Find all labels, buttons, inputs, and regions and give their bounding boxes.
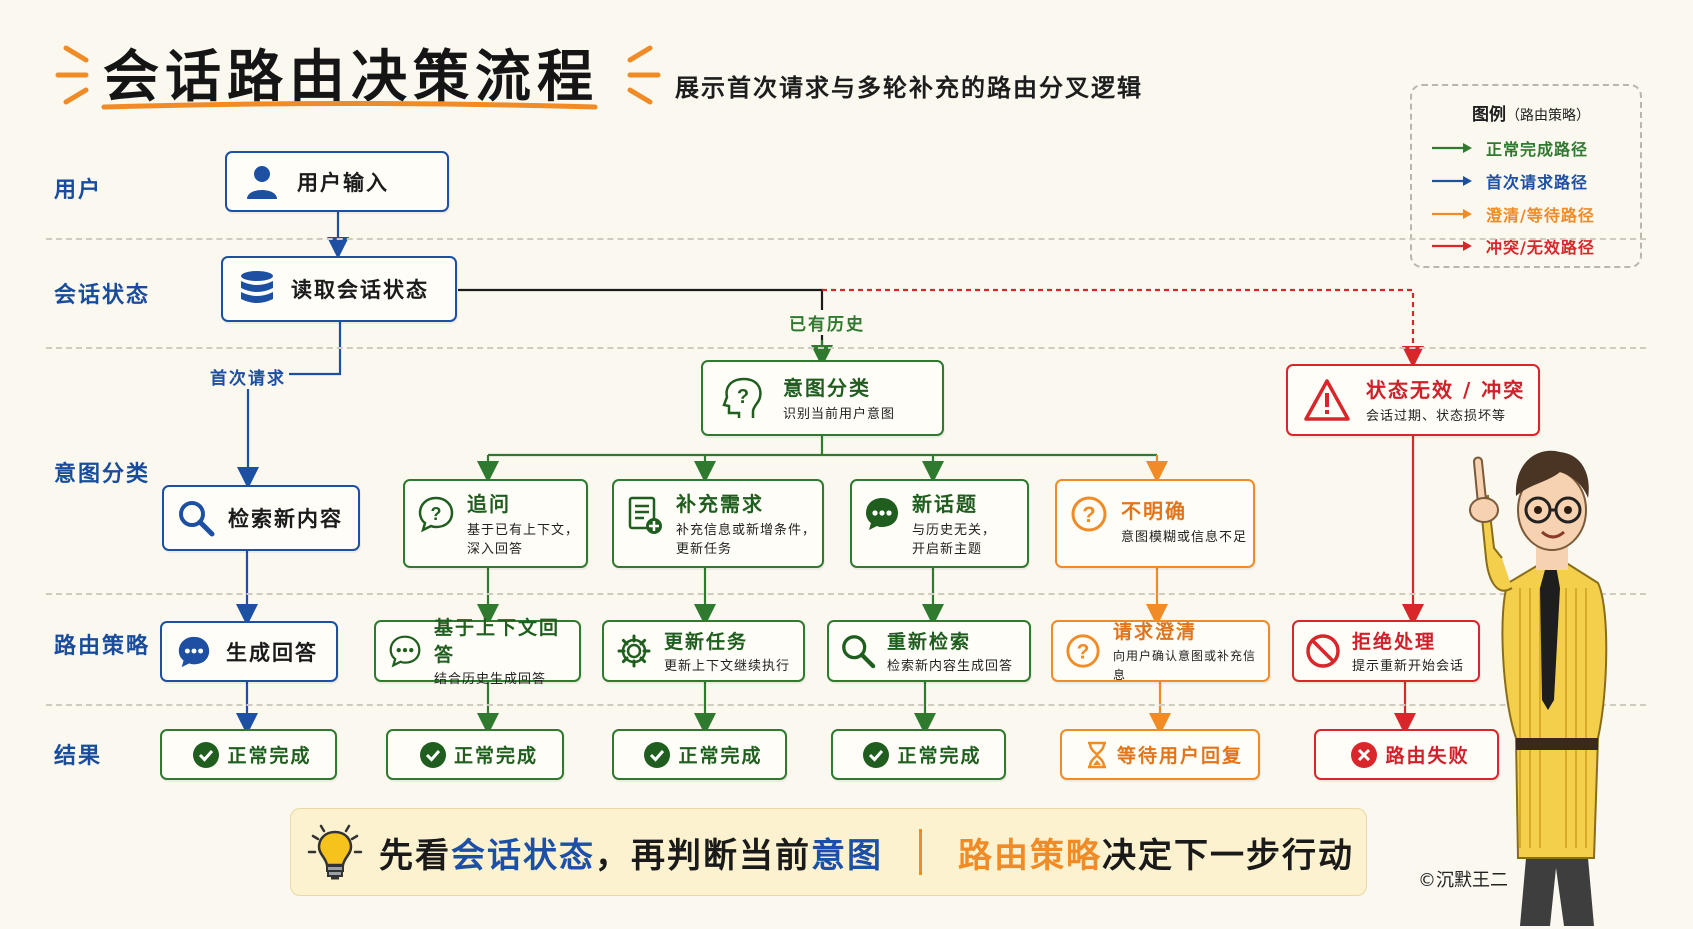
node-reject: 拒绝处理提示重新开始会话: [1292, 620, 1480, 682]
hourglass-icon: [1077, 741, 1117, 769]
question-circle-icon: ?: [1053, 633, 1113, 669]
warning-triangle-icon: [1288, 378, 1366, 422]
lane-divider: [46, 704, 1646, 706]
result-done: 正常完成: [386, 729, 564, 780]
svg-text:?: ?: [1082, 502, 1095, 527]
node-read-session-state: 读取会话状态: [221, 256, 457, 322]
tip-banner: 先看会话状态，再判断当前意图 路由策略决定下一步行动: [290, 808, 1367, 896]
database-icon: [223, 269, 291, 309]
result-wait-user: 等待用户回复: [1060, 729, 1260, 780]
tip-separator: [919, 829, 922, 875]
lane-label-user: 用户: [54, 178, 103, 203]
title-underline: [101, 101, 598, 110]
legend-item-first: 首次请求路径: [1430, 169, 1588, 193]
edge-label-has-history: 已有历史: [786, 310, 868, 335]
document-add-icon: [614, 495, 676, 535]
lane-label-intent: 意图分类: [54, 462, 151, 487]
node-search-new-content: 检索新内容: [162, 485, 360, 551]
tip-text-left: 先看会话状态，再判断当前意图: [379, 835, 883, 876]
node-unclear: ? 不明确意图模糊或信息不足: [1055, 479, 1255, 568]
lane-label-result: 结果: [54, 744, 103, 769]
node-supplement: 补充需求补充信息或新增条件，更新任务: [612, 479, 824, 568]
check-circle-icon: [636, 741, 678, 769]
legend-item-clarify: 澄清/等待路径: [1430, 202, 1595, 226]
check-circle-icon: [412, 741, 454, 769]
prohibited-icon: [1294, 633, 1352, 669]
lane-label-routing: 路由策略: [54, 634, 151, 659]
copyright: ©沉默王二: [1418, 870, 1508, 891]
check-circle-icon: [185, 741, 227, 769]
node-context-answer: 基于上下文回答结合历史生成回答: [374, 617, 581, 687]
chat-bubble-icon: [852, 495, 912, 533]
lane-divider: [46, 347, 1646, 349]
result-done: 正常完成: [612, 729, 787, 780]
lane-divider: [46, 238, 1646, 240]
question-circle-icon: ?: [1057, 495, 1121, 533]
svg-text:?: ?: [1077, 641, 1090, 664]
search-icon: [164, 499, 228, 537]
chat-dots-icon: [376, 634, 434, 668]
lightbulb-icon: [291, 822, 379, 882]
page-title: 会话路由决策流程: [103, 45, 599, 110]
legend-item-normal: 正常完成路径: [1430, 136, 1588, 160]
node-new-topic: 新话题与历史无关，开启新主题: [850, 479, 1029, 568]
node-state-invalid: 状态无效 / 冲突会话过期、状态损坏等: [1286, 364, 1540, 436]
user-icon: [227, 163, 297, 201]
node-generate-answer: 生成回答: [160, 621, 338, 682]
gear-icon: [604, 633, 664, 669]
search-icon: [829, 633, 887, 669]
node-follow-up: ? 追问基于已有上下文，深入回答: [403, 479, 588, 568]
result-done: 正常完成: [160, 729, 337, 780]
node-request-clarify: ? 请求澄清向用户确认意图或补充信息: [1051, 620, 1270, 682]
x-circle-icon: [1343, 741, 1385, 769]
legend: 图例（路由策略） 正常完成路径 首次请求路径 澄清/等待路径 冲突/无效路径: [1410, 84, 1642, 268]
head-question-icon: ?: [703, 375, 783, 421]
tip-text-right: 路由策略决定下一步行动: [958, 835, 1354, 876]
result-done: 正常完成: [831, 729, 1006, 780]
presenter-character-illustration: [1469, 450, 1608, 926]
edge-label-first-request: 首次请求: [207, 364, 289, 389]
node-update-task: 更新任务更新上下文继续执行: [602, 620, 805, 682]
chat-question-icon: ?: [405, 495, 467, 533]
node-re-search: 重新检索检索新内容生成回答: [827, 620, 1031, 682]
chat-bubble-icon: [162, 634, 226, 670]
lane-label-session-state: 会话状态: [54, 283, 151, 308]
legend-item-conflict: 冲突/无效路径: [1430, 234, 1595, 258]
result-route-fail: 路由失败: [1314, 729, 1499, 780]
node-user-input: 用户输入: [225, 151, 449, 212]
svg-text:?: ?: [431, 504, 442, 524]
legend-title: 图例（路由策略）: [1472, 105, 1590, 125]
lane-divider: [46, 593, 1646, 595]
page-subtitle: 展示首次请求与多轮补充的路由分叉逻辑: [675, 74, 1143, 102]
title-spark-right-icon: [627, 45, 661, 105]
check-circle-icon: [855, 741, 897, 769]
svg-text:?: ?: [737, 386, 749, 408]
node-intent-classify: ? 意图分类识别当前用户意图: [701, 360, 944, 436]
title-spark-left-icon: [55, 45, 89, 105]
